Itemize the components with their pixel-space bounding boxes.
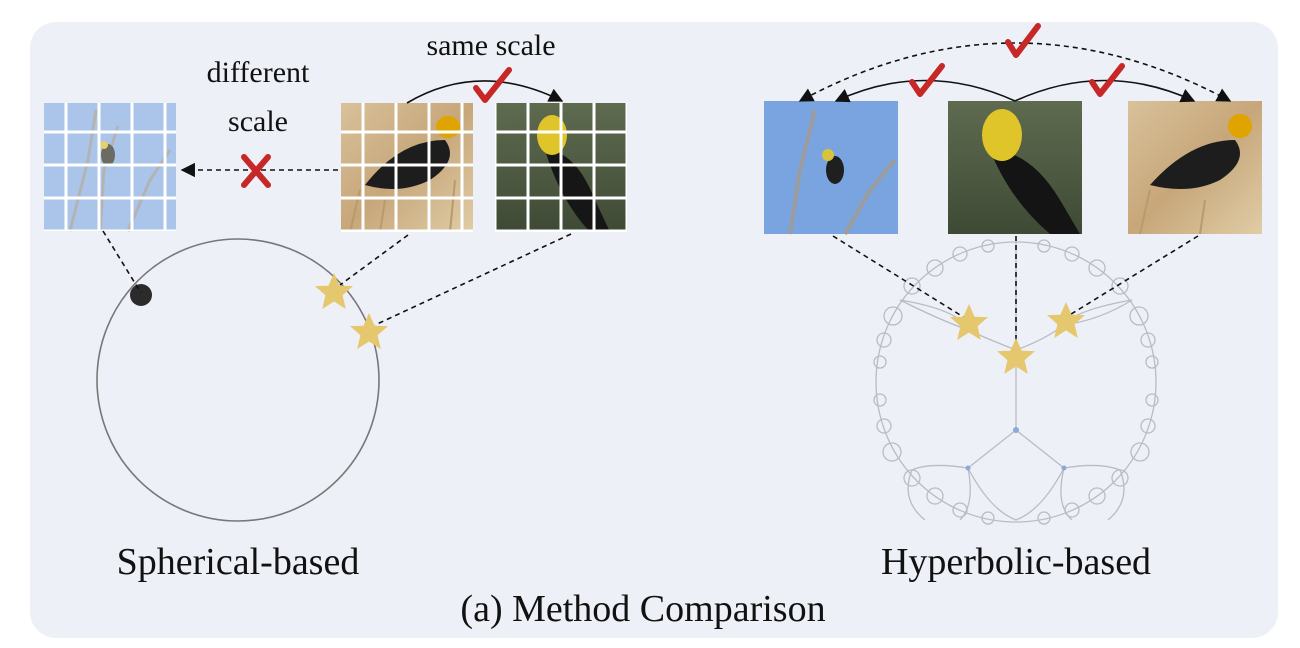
check-icon [1005,23,1041,58]
figure-caption: (a) Method Comparison [460,588,825,630]
green-image-gridded [495,103,627,232]
check-icon [1089,63,1125,97]
straw-image [1128,101,1262,235]
spherical-label: Spherical-based [117,541,360,583]
hyperbolic-label: Hyperbolic-based [881,541,1151,583]
different-scale-label-line1: different [207,56,310,89]
sphere-circle [96,238,380,522]
straw-image-gridded [341,103,473,233]
spherical-panel: different scale same scale Spherical-bas… [44,29,627,583]
sky-image-gridded [44,103,176,232]
cross-icon [241,154,271,188]
embedding-point [130,284,152,306]
different-scale-label-line2: scale [228,105,288,138]
sky-image [764,101,898,235]
hyperbolic-panel: Hyperbolic-based [764,23,1262,583]
same-scale-label: same scale [426,29,555,62]
green-image [948,101,1082,234]
check-icon [473,67,512,103]
check-icon [909,63,945,97]
